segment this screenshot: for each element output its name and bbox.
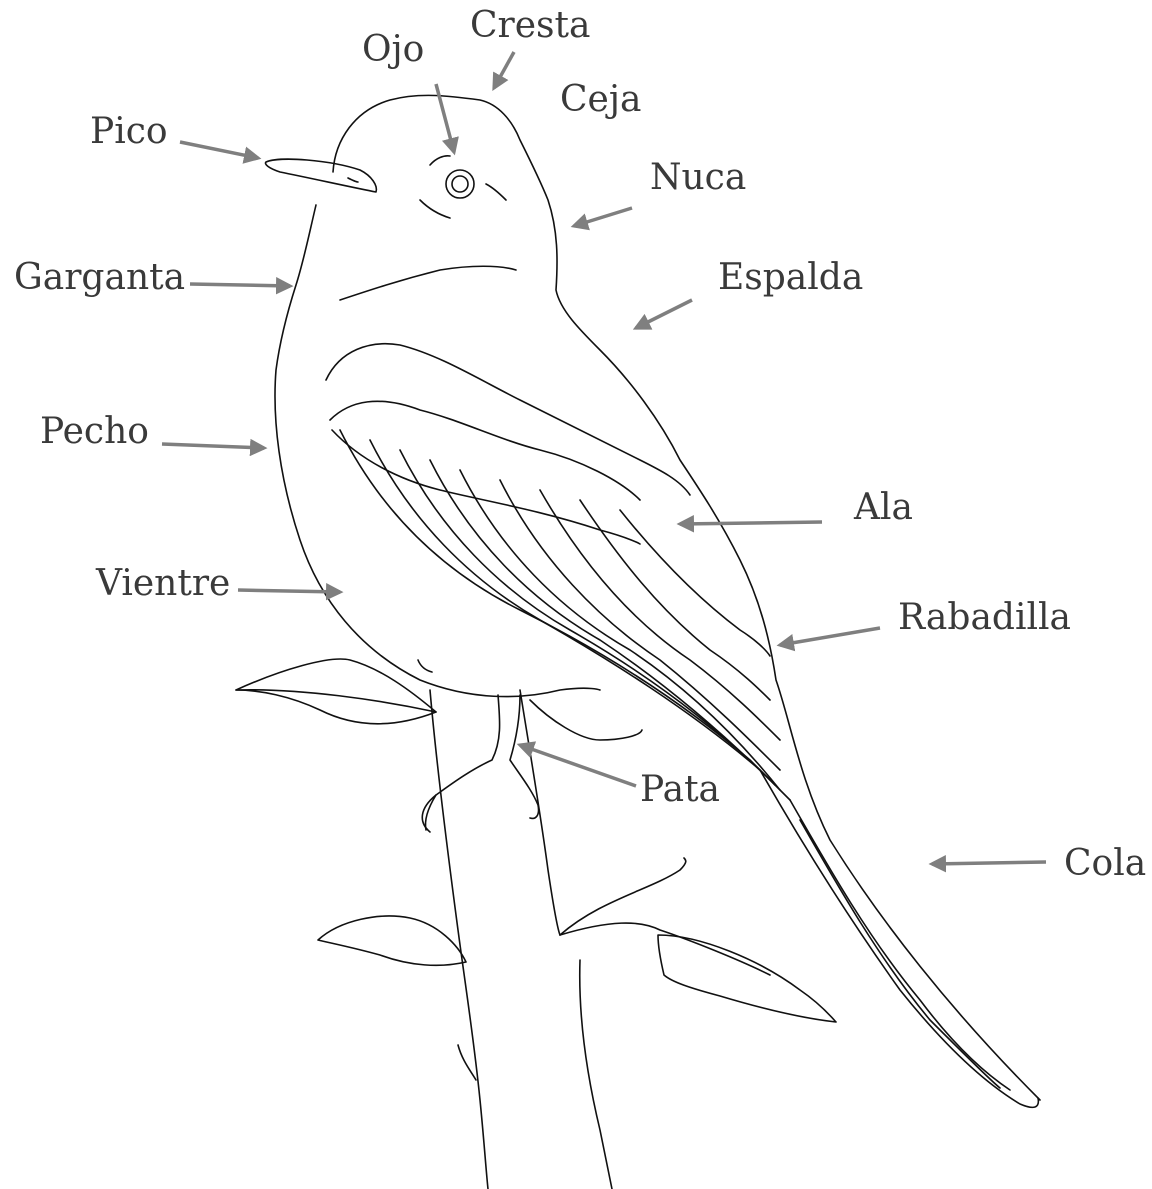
- label-espalda: Espalda: [718, 258, 863, 298]
- arrow-nuca: [574, 208, 632, 226]
- label-ceja: Ceja: [560, 80, 641, 120]
- label-garganta: Garganta: [14, 258, 185, 298]
- arrow-pico: [180, 142, 258, 158]
- arrow-garganta: [190, 284, 290, 286]
- arrow-ojo: [436, 84, 454, 152]
- label-nuca: Nuca: [650, 158, 746, 198]
- label-ojo: Ojo: [362, 30, 424, 70]
- label-ala: Ala: [854, 488, 913, 528]
- arrow-pata: [520, 745, 636, 786]
- arrow-ala: [680, 522, 822, 524]
- label-vientre: Vientre: [96, 564, 230, 604]
- arrow-cresta: [494, 52, 514, 88]
- label-pata: Pata: [640, 770, 720, 810]
- label-arrows: [162, 52, 1046, 864]
- label-pecho: Pecho: [40, 412, 149, 452]
- arrow-espalda: [636, 300, 692, 328]
- arrow-pecho: [162, 444, 264, 448]
- arrow-rabadilla: [780, 628, 880, 645]
- arrow-vientre: [238, 590, 340, 592]
- leaf-lower-right: [658, 935, 836, 1022]
- label-cola: Cola: [1064, 844, 1146, 884]
- leaf-lower-left: [318, 916, 466, 965]
- label-rabadilla: Rabadilla: [898, 598, 1071, 638]
- leaf-upper: [236, 659, 436, 724]
- label-pico: Pico: [90, 112, 168, 152]
- label-cresta: Cresta: [470, 6, 590, 46]
- arrow-cola: [932, 862, 1046, 864]
